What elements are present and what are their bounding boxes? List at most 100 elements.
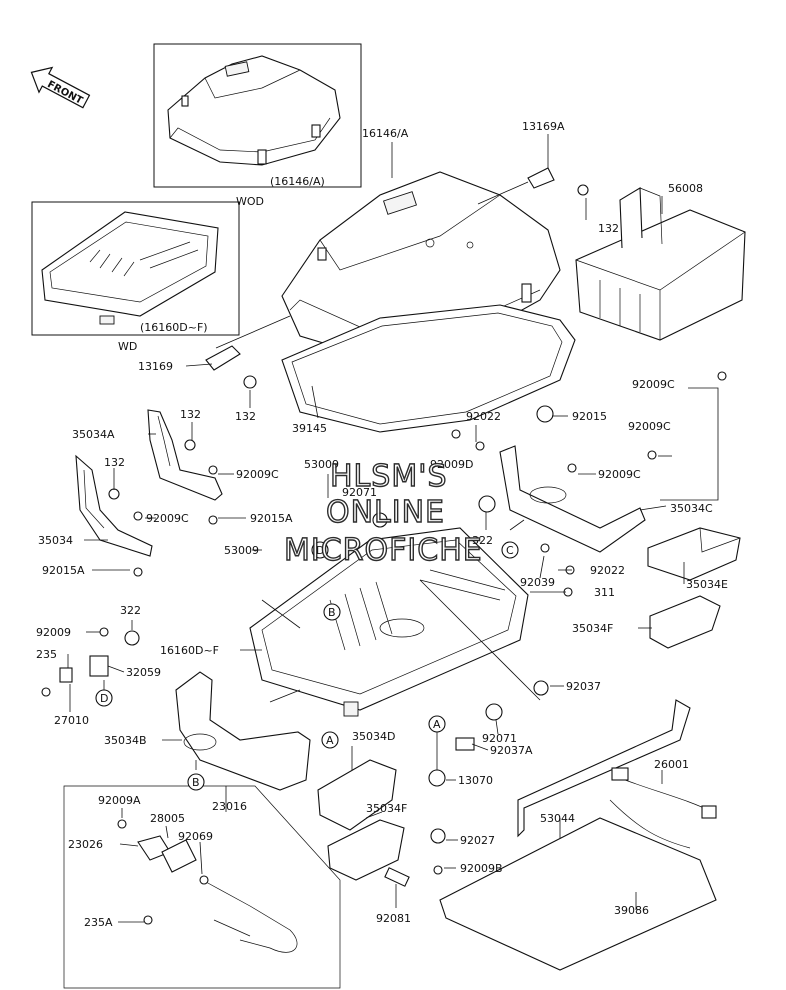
seal-39145	[281, 304, 576, 433]
bracket-35034E	[647, 527, 741, 581]
callout-a-upper-letter: A	[433, 718, 441, 731]
callout-b-bracket-letter: B	[192, 776, 200, 789]
wd-caption: (16160D~F)	[140, 321, 208, 334]
part-label: 92015A	[42, 564, 85, 577]
part-label: 23026	[68, 838, 103, 851]
part-label: 39145	[292, 422, 327, 435]
callout-a-lower: A	[321, 731, 339, 749]
part-label: 13070	[458, 774, 493, 787]
wd-tray-drawing	[41, 211, 219, 325]
part-label: 92009C	[146, 512, 189, 525]
part-label: 35034C	[670, 502, 713, 515]
bracket-35034B	[175, 671, 311, 791]
part-label: 35034F	[572, 622, 613, 635]
part-label: 53044	[540, 812, 575, 825]
part-label: 92015	[572, 410, 607, 423]
watermark: HLSM'S ONLINE MICROFICHE	[283, 458, 483, 568]
part-label: 16160D~F	[160, 644, 219, 657]
part-label: 92009D	[430, 458, 473, 471]
part-label: 35034	[38, 534, 73, 547]
strip-53044	[517, 699, 691, 838]
bracket-35034F-lower	[327, 819, 405, 881]
part-label: 13169A	[522, 120, 565, 133]
callout-b-bracket: B	[187, 773, 205, 791]
callout-d-tray: D	[311, 541, 329, 559]
part-label: 132	[235, 410, 256, 423]
part-label: 322	[472, 534, 493, 547]
part-label: 16146/A	[362, 127, 409, 140]
part-label: 92009C	[632, 378, 675, 391]
bracket-35034D	[317, 759, 397, 831]
part-label: 92009	[36, 626, 71, 639]
part-label: 92022	[590, 564, 625, 577]
part-label: 92071	[482, 732, 517, 745]
part-label: 235A	[84, 916, 113, 929]
hardware	[41, 184, 727, 925]
part-label: 311	[594, 586, 615, 599]
part-label: 53009	[304, 458, 339, 471]
front-arrow: FRONT	[30, 66, 91, 109]
plate-13169	[205, 167, 555, 371]
part-label: 132	[598, 222, 619, 235]
part-label: 322	[120, 604, 141, 617]
part-label: 92009C	[236, 468, 279, 481]
bracket-35034A	[147, 409, 223, 501]
callout-b-tray-letter: B	[328, 606, 336, 619]
part-label: 27010	[54, 714, 89, 727]
part-label: 35034E	[686, 578, 728, 591]
callout-a-lower-letter: A	[326, 734, 334, 747]
callout-d-clip-letter: D	[100, 692, 108, 705]
part-labels: 16146/A 13169A 132 56008 13169 132 39145…	[36, 120, 728, 929]
part-label: 92022	[466, 410, 501, 423]
part-label: 28005	[150, 812, 185, 825]
bracket-35034	[75, 454, 153, 557]
mat-39086	[439, 817, 717, 971]
callout-c: C	[501, 541, 519, 559]
wod-inset: (16146/A) WOD	[153, 43, 362, 208]
part-label: 23016	[212, 800, 247, 813]
part-label: 92009B	[460, 862, 503, 875]
leader-lines	[67, 134, 719, 923]
part-label: 92009A	[98, 794, 141, 807]
part-label: 92009C	[628, 420, 671, 433]
part-label: 235	[36, 648, 57, 661]
part-label: 13169	[138, 360, 173, 373]
part-label: 92081	[376, 912, 411, 925]
bracket-35034F-right	[649, 595, 721, 649]
part-label: 35034B	[104, 734, 147, 747]
part-label: 132	[104, 456, 125, 469]
part-label: 35034A	[72, 428, 115, 441]
watermark-line-2: ONLINE	[326, 495, 445, 530]
part-label: 92009C	[598, 468, 641, 481]
part-label: 132	[180, 408, 201, 421]
callout-d-clip: D	[95, 689, 113, 707]
callout-c-letter: C	[506, 544, 514, 557]
callout-a-upper: A	[428, 715, 446, 733]
wd-label: WD	[118, 340, 137, 353]
part-label: 56008	[668, 182, 703, 195]
watermark-line-1: HLSM'S	[330, 459, 448, 494]
part-label: 92015A	[250, 512, 293, 525]
tray-16160	[249, 527, 529, 717]
part-label: 92037A	[490, 744, 533, 757]
harness-26001	[609, 767, 717, 849]
cable-box	[63, 785, 341, 989]
part-label: 92027	[460, 834, 495, 847]
toolbox-56008	[575, 187, 746, 341]
wod-label: WOD	[236, 195, 264, 208]
wod-lid-drawing	[167, 55, 341, 166]
part-label: 32059	[126, 666, 161, 679]
part-label: 92037	[566, 680, 601, 693]
callout-d-tray-letter: D	[316, 544, 324, 557]
part-label: 39086	[614, 904, 649, 917]
part-label: 53009	[224, 544, 259, 557]
wod-caption: (16146/A)	[270, 175, 325, 188]
part-label: 92039	[520, 576, 555, 589]
watermark-line-3: MICROFICHE	[284, 533, 483, 568]
part-label: 26001	[654, 758, 689, 771]
part-label: 92069	[178, 830, 213, 843]
bracket-35034C	[499, 445, 646, 553]
callout-b-tray: B	[323, 603, 341, 621]
wd-inset: (16160D~F) WD	[31, 201, 240, 353]
